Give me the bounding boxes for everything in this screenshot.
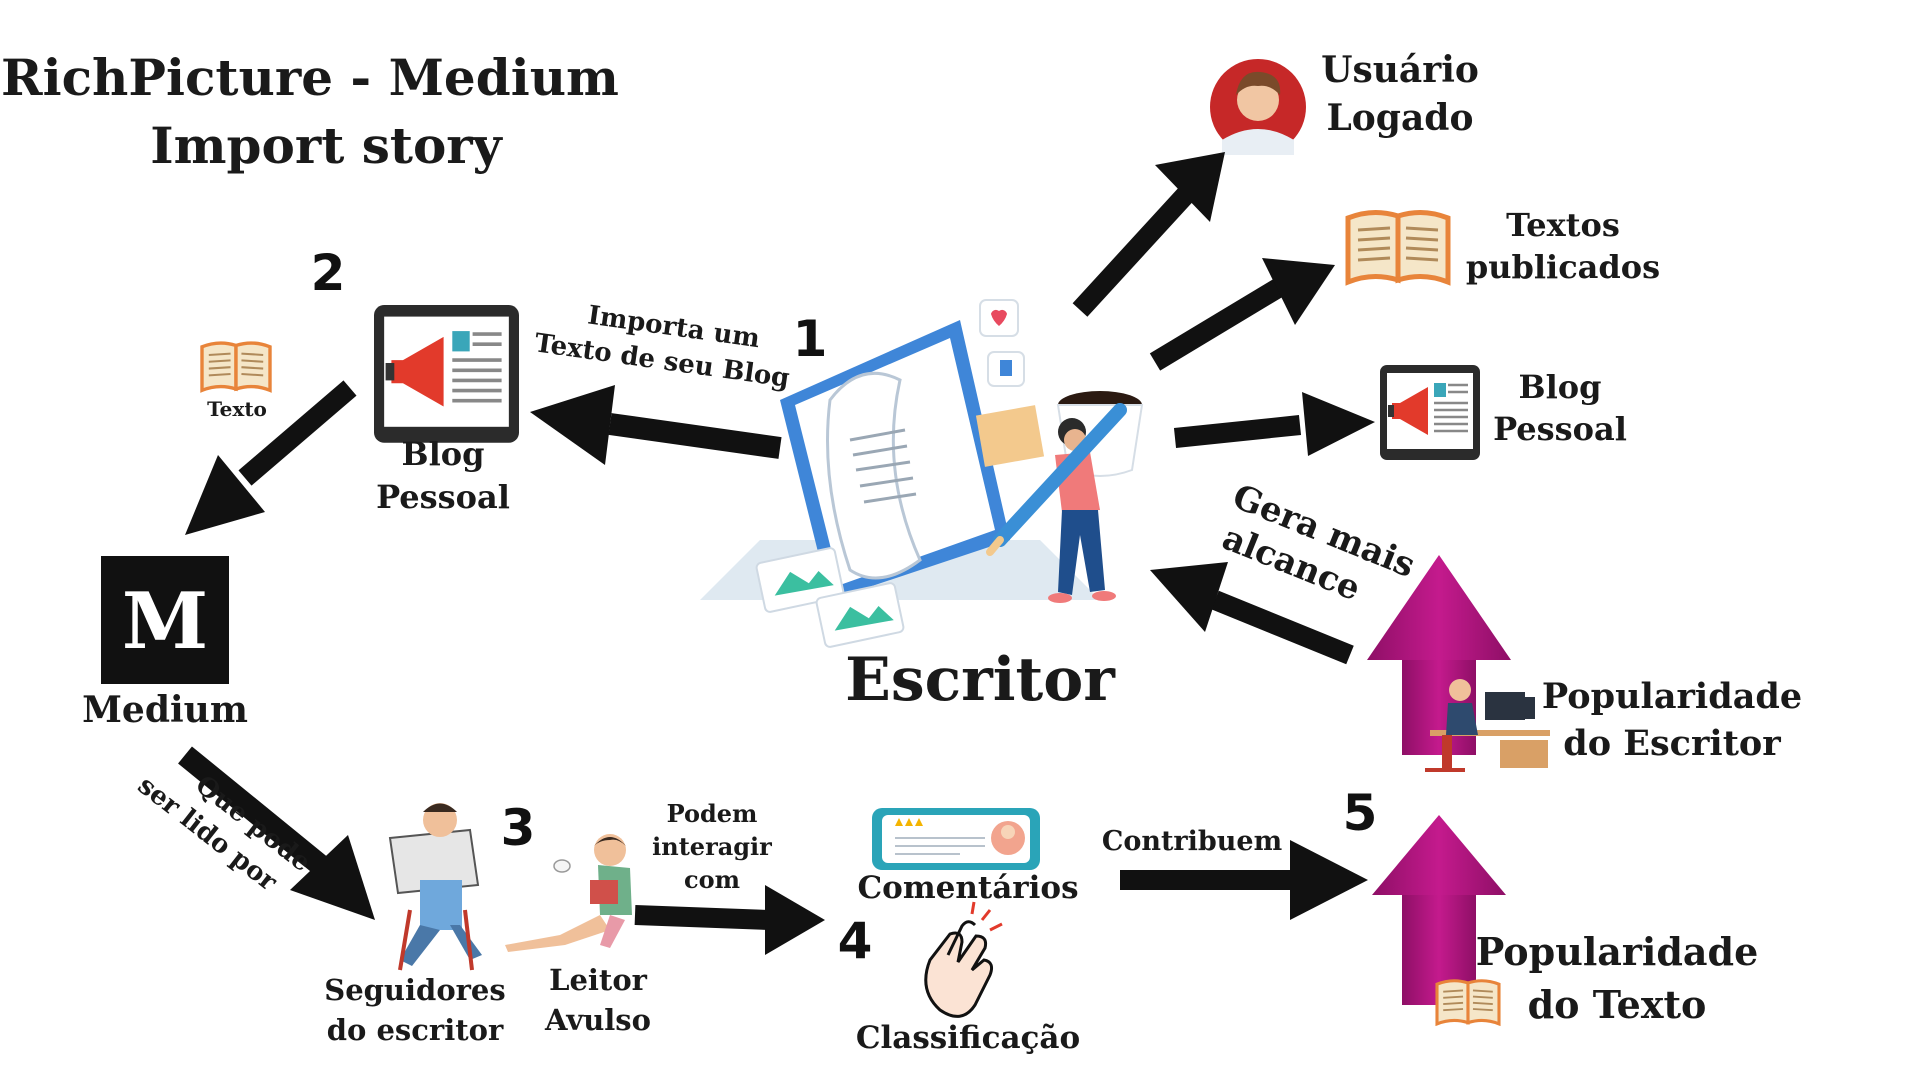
- arrow-readers-to-interactions: [634, 885, 825, 955]
- diagram-title-line2: Import story: [150, 116, 503, 175]
- step-number-2: 2: [311, 244, 346, 302]
- arrow-medium-to-readers: [178, 746, 375, 920]
- reader-illustration: [505, 834, 632, 952]
- step-number-4: 4: [838, 912, 873, 970]
- blog-right-label-line1: Blog: [1519, 368, 1602, 406]
- comment-card-icon: [872, 808, 1040, 870]
- writer-illustration: [700, 299, 1144, 648]
- arrow-blog-to-medium: [185, 380, 357, 535]
- arrow-to-blog-right: [1173, 392, 1375, 456]
- popularity-book-icon: [1435, 979, 1501, 1026]
- arrow-to-textos: [1149, 258, 1335, 371]
- import-arrow-label: Importa um Texto de seu Blog: [533, 300, 792, 393]
- podem-label-line2: interagir: [652, 832, 772, 861]
- blog-right-label-line2: Pessoal: [1493, 410, 1627, 448]
- texto-label: Texto: [207, 397, 267, 421]
- writer-label: Escritor: [845, 645, 1116, 715]
- textos-label-line2: publicados: [1466, 248, 1660, 286]
- desk-worker-icon: [1425, 679, 1550, 772]
- podem-label-line1: Podem: [667, 799, 758, 828]
- arrow-to-usuario: [1072, 152, 1225, 317]
- text-popularity-arrow-icon: [1372, 815, 1506, 1005]
- step-number-1: 1: [793, 310, 828, 368]
- blog-tablet-icon: [1378, 363, 1482, 462]
- arrow-import: [530, 385, 782, 465]
- textos-label-line1: Textos: [1506, 206, 1620, 244]
- open-book-icon: [1348, 212, 1448, 282]
- step-number-3: 3: [501, 799, 536, 857]
- medium-logo-letter: M: [122, 576, 208, 667]
- clap-hands-icon: [924, 901, 1003, 1018]
- blog-left-label-line1: Blog: [402, 435, 485, 473]
- pop-texto-label-line2: do Texto: [1528, 982, 1707, 1027]
- writer-popularity-arrow-icon: [1367, 555, 1511, 755]
- usuario-label-line1: Usuário: [1321, 49, 1479, 91]
- blog-left-label-line2: Pessoal: [376, 478, 510, 516]
- followers-illustration: [388, 803, 482, 971]
- step-number-5: 5: [1343, 784, 1378, 842]
- usuario-label-line2: Logado: [1326, 97, 1473, 139]
- arrow-interactions-to-popularity: [1120, 840, 1368, 920]
- seguidores-label-line1: Seguidores: [324, 973, 505, 1007]
- pop-escritor-label-line1: Popularidade: [1542, 676, 1802, 717]
- arrow-reach-to-writer: [1150, 562, 1354, 665]
- diagram-title-line1: RichPicture - Medium: [1, 48, 619, 107]
- pop-escritor-label-line2: do Escritor: [1563, 723, 1781, 764]
- quepode-arrow-label: Que pode ser lido por: [132, 770, 316, 898]
- contribuem-label: Contribuem: [1102, 826, 1282, 857]
- pop-texto-label-line1: Popularidade: [1476, 929, 1759, 974]
- medium-label: Medium: [82, 689, 248, 731]
- podem-label-line3: com: [684, 865, 740, 894]
- leitor-label-line1: Leitor: [549, 963, 648, 997]
- leitor-label-line2: Avulso: [544, 1003, 651, 1037]
- seguidores-label-line2: do escritor: [327, 1013, 504, 1047]
- classificacao-label: Classificação: [856, 1020, 1080, 1056]
- comentarios-label: Comentários: [857, 870, 1078, 906]
- blog-left-tablet-icon: [372, 303, 521, 445]
- user-avatar-icon: [1210, 59, 1306, 155]
- medium-logo-icon: [101, 556, 229, 684]
- texto-book-icon: [200, 341, 272, 393]
